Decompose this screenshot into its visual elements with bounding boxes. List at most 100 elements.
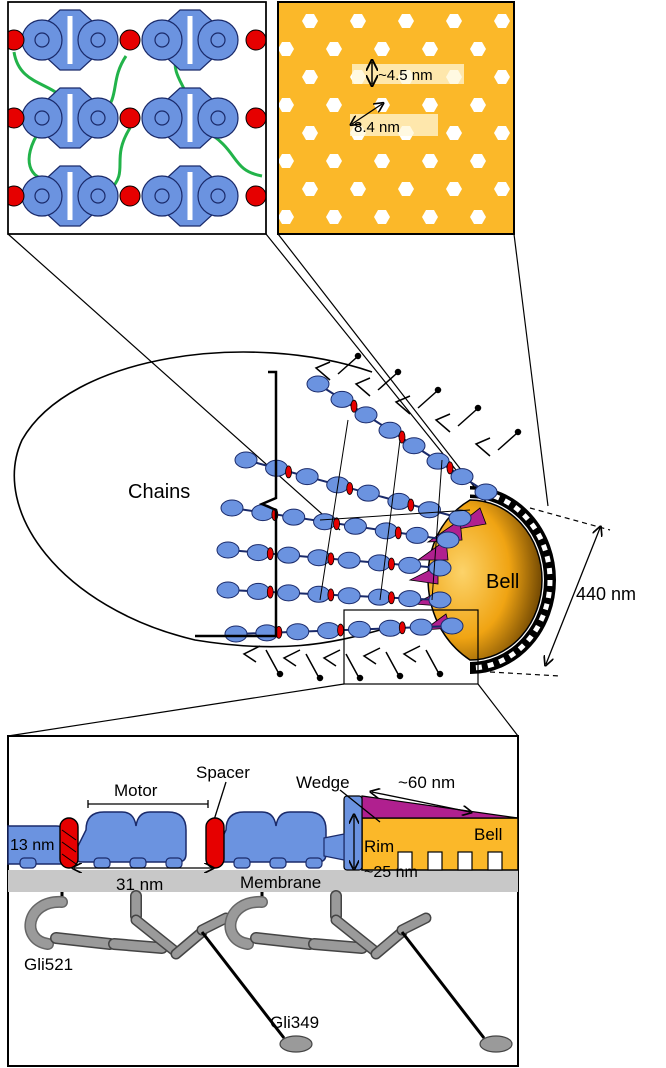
bell-lattice-panel: ~4.5 nm 8.4 nm [277,1,515,235]
motor-unit [337,551,361,569]
spacer-unit [388,591,395,605]
motor-unit [398,556,422,574]
motor-unit [286,623,310,641]
spacer-unit [266,585,274,599]
spacer-unit [398,430,406,444]
motor-dimer [141,87,239,149]
motor-unit [428,559,452,577]
motor-unit [374,522,398,540]
motor-unit [282,508,306,526]
motor-unit [448,509,472,527]
motor-unit [246,544,270,562]
membrane-label: Membrane [240,873,321,892]
wedge-label: Wedge [296,773,350,792]
motor-unit [417,501,441,519]
spacer-unit [398,621,406,635]
gli-leg-unit [224,890,513,1053]
spacer-label: Spacer [196,763,250,782]
rim-height-label: ~25 nm [364,864,418,881]
motor-period-label: 31 nm [116,875,163,894]
motor-chains [216,352,522,682]
motor-dimer [21,87,119,149]
detail-motor-chain [7,811,345,869]
spacer-unit [266,547,274,561]
pore-gap-label: ~4.5 nm [378,67,433,84]
motor-unit [426,452,450,470]
motor-unit [405,526,429,544]
spacer-unit [388,557,395,571]
chains-bracket [195,370,278,638]
motor-unit [277,584,301,602]
motor-dimer [141,9,239,71]
cell-overview: Bell Chains 440 nm [7,351,636,737]
motor-unit [428,591,452,609]
motor-unit [317,622,341,640]
motor-unit [307,585,331,603]
motor-unit [378,421,402,439]
motor-chain [216,581,452,609]
motor-unit [450,468,474,486]
motor-unit [306,375,330,393]
motor-unit [398,590,422,608]
motor-unit [436,531,460,549]
motor-unit [356,484,380,502]
overview-legs [242,352,522,682]
spacer-unit [327,552,335,566]
motor-label: Motor [114,781,158,800]
spacer-unit [394,526,402,540]
spacer-dot [245,107,266,129]
motor-unit [337,587,361,605]
motor-chain [216,541,452,577]
spacer-dot [245,29,266,51]
gli349-label: Gli349 [270,1013,319,1032]
motor-unit [367,554,391,572]
zoom-lines-top [7,233,549,531]
motor-unit [246,582,270,600]
motor-chain [306,375,498,501]
spacer-unit [333,517,340,531]
motor-unit [277,546,301,564]
spacer-unit [350,399,358,413]
motor-unit [474,483,498,501]
spacer-unit [446,461,454,475]
motor-detail [213,811,327,869]
spacer-dot [8,107,25,129]
gli521-label: Gli521 [24,955,73,974]
pore-spacing-label: 8.4 nm [354,119,400,136]
spacer-dot [8,29,25,51]
bell-rim-holes [469,489,553,671]
spacer-dot [119,185,141,207]
motor-unit [330,390,354,408]
motor-unit [367,588,391,606]
motor-unit [440,617,464,635]
motor-unit [255,624,279,642]
motor-dimer [141,165,239,227]
chain-network-panel [7,1,267,235]
motor-dimer [21,165,119,227]
gli-leg-unit [24,890,313,1053]
spacer-unit [285,465,292,479]
motor-unit [220,499,244,517]
motor-unit [216,581,240,599]
zoom-box [343,609,479,685]
motor-unit [347,620,371,638]
membrane [8,870,518,892]
gli-legs [24,890,513,1053]
motor-dimer [21,9,119,71]
spacer-dot [119,29,141,51]
chains-label: Chains [128,481,190,503]
motor-unit [409,618,433,636]
diameter-measurement: 440 nm [489,507,636,677]
motor-unit [295,468,319,486]
motor-unit [402,437,426,455]
spacer-unit [337,623,344,637]
motor-unit [216,541,240,559]
detail-panel: Membrane Bell Rim ~25 nm Wedge ~60 nm Mo… [7,735,519,1067]
diameter-label: 440 nm [576,584,636,604]
organelle-grid [319,419,471,601]
spacer-unit [327,588,335,602]
motor-detail [73,811,187,869]
spacer-detail [205,817,225,869]
motor-unit [378,619,402,637]
